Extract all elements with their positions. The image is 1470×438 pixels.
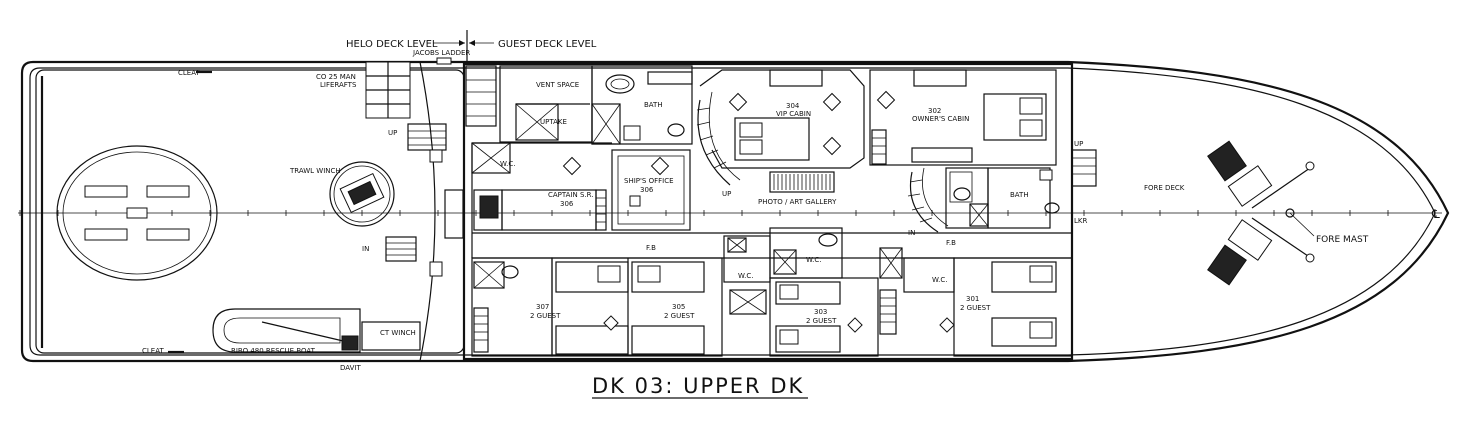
g305-label-2: 2 GUEST [664,312,695,320]
deck-level-header: HELO DECK LEVEL GUEST DECK LEVEL [346,30,597,62]
liferafts-label-2: LIFERAFTS [320,81,357,89]
fore-deck: FORE DECK FORE MAST [1144,140,1369,286]
wc-label-1: W.C. [738,272,753,280]
g303-label-1: 303 [814,308,827,316]
jacobs-ladder-label: JACOBS LADDER [412,49,470,57]
interior-walls: VENT SPACE UPTAKE BATH W.C. CAPTAIN S.R.… [444,65,1097,357]
g307-label-2: 2 GUEST [530,312,561,320]
davit-label: DAVIT [340,364,361,372]
trawl-winch-label: TRAWL WINCH [289,167,341,175]
hull-outline [20,60,1450,363]
rescue-boat-label: RIBO 480 RESCUE BOAT [231,347,316,355]
helipad [56,145,218,281]
rescue-boat: CT WINCH RIBO 480 RESCUE BOAT DAVIT [212,308,421,372]
lkr-label: LKR [1074,217,1087,225]
in-label-helideck: IN [362,245,369,253]
vip-label-2: VIP CABIN [776,110,811,118]
g307-label-1: 307 [536,303,549,311]
helo-deck-level-label: HELO DECK LEVEL [346,39,438,50]
up-label-stair: UP [722,190,731,198]
drawing-title: DK 03: UPPER DK [592,374,808,399]
helideck-details: CLEAT CLEAT CO 25 MAN LIFERAFTS JACOBS L… [142,49,470,372]
vent-space-label: VENT SPACE [536,81,579,89]
wc-label-captain: W.C. [500,160,515,168]
photo-gallery-label: PHOTO / ART GALLERY [758,198,837,206]
fb-label-2: F.B [946,239,956,247]
drawing-title-text: DK 03: UPPER DK [592,374,804,398]
guest-deck-level-label: GUEST DECK LEVEL [498,39,597,50]
liferafts-label-1: CO 25 MAN [316,73,356,81]
fore-mast-label: FORE MAST [1316,235,1369,245]
g301-label-2: 2 GUEST [960,304,991,312]
fore-deck-label: FORE DECK [1144,184,1185,192]
captain-label-1: CAPTAIN S.R. [548,191,593,199]
office-label-2: 306 [640,186,654,194]
centerline: ℄ [18,207,1442,221]
g305-label-1: 305 [672,303,685,311]
owner-label-1: 302 [928,107,941,115]
up-label-helideck: UP [388,129,397,137]
cleat-label-top: CLEAT [178,69,200,77]
cleat-label-bottom: CLEAT [142,347,164,355]
liferafts: CO 25 MAN LIFERAFTS [316,61,411,119]
vip-label-1: 304 [786,102,800,110]
centerline-symbol: ℄ [1431,207,1440,221]
g301-label-1: 301 [966,295,979,303]
captain-label-2: 306 [560,200,574,208]
bath-label-aft: BATH [644,101,663,109]
wc-label-2: W.C. [806,256,821,264]
bath-label-fwd: BATH [1010,191,1029,199]
wc-label-3: W.C. [932,276,947,284]
fb-label-1: F.B [646,244,656,252]
in-label-stair: IN [908,229,915,237]
g303-label-2: 2 GUEST [806,317,837,325]
ct-winch-label: CT WINCH [380,329,416,337]
owner-label-2: OWNER'S CABIN [912,115,969,123]
office-label-1: SHIP'S OFFICE [624,177,674,185]
uptake-label: UPTAKE [540,118,567,126]
up-label-fwd: UP [1074,140,1083,148]
trawl-winch: TRAWL WINCH [289,161,395,227]
